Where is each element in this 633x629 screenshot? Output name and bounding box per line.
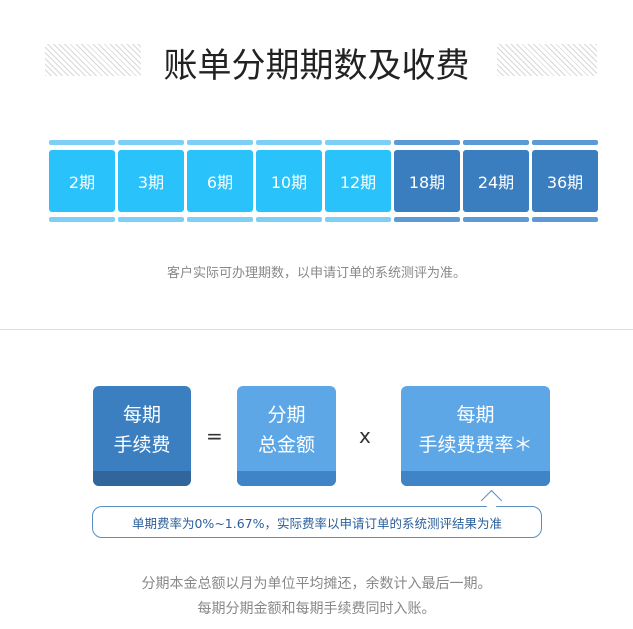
period-label: 6期 <box>187 150 253 212</box>
cell-top-bar <box>325 140 391 145</box>
period-label: 24期 <box>463 150 529 212</box>
cell-bottom-bar <box>532 217 598 222</box>
cell-bottom-bar <box>394 217 460 222</box>
footer-line2: 每期分期金额和每期手续费同时入账。 <box>197 601 436 617</box>
cell-top-bar <box>256 140 322 145</box>
footer-line1: 分期本金总额以月为单位平均摊还，余数计入最后一期。 <box>141 576 492 592</box>
period-label: 2期 <box>49 150 115 212</box>
fee-per-period-box: 每期手续费 <box>93 386 191 486</box>
cell-top-bar <box>532 140 598 145</box>
rate-note: 单期费率为0%~1.67%，实际费率以申请订单的系统测评结果为准 <box>131 515 502 531</box>
amount-line2: 总金额 <box>257 434 315 456</box>
period-label: 3期 <box>118 150 184 212</box>
cell-bottom-bar <box>118 217 184 222</box>
title-decoration-right <box>497 44 597 76</box>
cell-top-bar <box>394 140 460 145</box>
fee-line1: 每期 <box>122 404 161 426</box>
period-label: 12期 <box>325 150 391 212</box>
amount-line1: 分期 <box>267 404 306 426</box>
period-label: 18期 <box>394 150 460 212</box>
rate-line1: 每期 <box>456 404 495 426</box>
cell-bottom-bar <box>325 217 391 222</box>
period-label: 10期 <box>256 150 322 212</box>
title-decoration-left <box>45 44 141 76</box>
page-title: 账单分期期数及收费 <box>163 46 470 86</box>
period-label: 36期 <box>532 150 598 212</box>
rate-line2: 手续费费率＊ <box>418 434 533 456</box>
divider <box>0 329 633 330</box>
cell-top-bar <box>118 140 184 145</box>
cell-top-bar <box>463 140 529 145</box>
cell-top-bar <box>187 140 253 145</box>
times-sign: x <box>359 424 371 448</box>
fee-rate-box: 每期手续费费率＊ <box>401 386 550 486</box>
cell-top-bar <box>49 140 115 145</box>
cell-bottom-bar <box>187 217 253 222</box>
fee-line2: 手续费 <box>113 434 171 456</box>
cell-bottom-bar <box>463 217 529 222</box>
total-amount-box: 分期总金额 <box>237 386 336 486</box>
cell-bottom-bar <box>256 217 322 222</box>
cell-bottom-bar <box>49 217 115 222</box>
equals-sign: = <box>206 424 223 448</box>
periods-note: 客户实际可办理期数，以申请订单的系统测评为准。 <box>166 266 466 281</box>
rate-note-callout: 单期费率为0%~1.67%，实际费率以申请订单的系统测评结果为准 <box>92 506 542 538</box>
